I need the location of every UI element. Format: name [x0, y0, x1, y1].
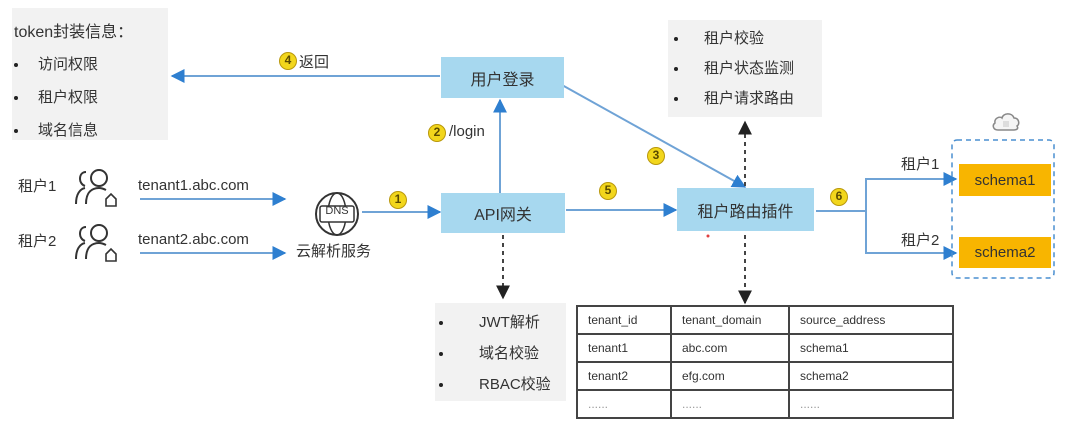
table-cell: ......	[788, 389, 954, 419]
schema1-box[interactable]: schema1	[959, 164, 1051, 196]
table-cell: ......	[576, 389, 672, 419]
step-badge-3: 3	[647, 147, 665, 165]
table-cell: tenant1	[576, 333, 672, 363]
table-cell: schema1	[788, 333, 954, 363]
step-badge-2: 2	[428, 124, 446, 142]
router-features-panel: 租户校验 租户状态监测 租户请求路由	[668, 20, 822, 117]
arrow-step3	[561, 84, 747, 188]
node-tenant-router[interactable]: 租户路由插件	[677, 188, 814, 231]
tenant-group-icon	[75, 169, 117, 207]
cloud-icon	[992, 113, 1020, 131]
router-feature-item: 租户状态监测	[674, 54, 819, 84]
table-cell: ......	[670, 389, 790, 419]
token-info-title: token封装信息：	[14, 24, 134, 41]
schema1-label: schema1	[974, 171, 1036, 189]
table-cell: schema2	[788, 361, 954, 391]
bullet-icon	[439, 382, 443, 387]
token-info-list: 访问权限 租户权限 域名信息	[14, 48, 164, 147]
gateway-feature-label: RBAC校验	[479, 376, 551, 393]
gateway-feature-item: JWT解析	[439, 307, 564, 338]
env-tenant2-label: 租户2	[901, 232, 940, 249]
step-badge-1: 1	[389, 191, 407, 209]
login-label: /login	[449, 123, 485, 140]
red-dot	[706, 234, 710, 238]
step-badge-4: 4	[279, 52, 297, 70]
gateway-features-panel: JWT解析 域名校验 RBAC校验	[435, 303, 566, 401]
tenant2-label: 租户2	[18, 233, 57, 250]
gateway-feature-label: JWT解析	[479, 314, 540, 331]
token-info-item: 租户权限	[14, 81, 164, 114]
tenant-env-dashed-container	[951, 139, 1055, 279]
router-feature-item: 租户请求路由	[674, 84, 819, 114]
arrow-step6-schema1	[865, 172, 958, 211]
table-header-cell: source_address	[788, 305, 954, 335]
arrow-step6-schema2	[865, 211, 958, 260]
token-info-item-label: 租户权限	[38, 89, 99, 106]
router-feature-label: 租户校验	[704, 30, 765, 47]
table-cell: efg.com	[670, 361, 790, 391]
dns-icon-text: DNS	[325, 205, 349, 217]
tenant1-label: 租户1	[18, 178, 57, 195]
bullet-icon	[14, 62, 18, 67]
bullet-icon	[674, 97, 678, 101]
dns-service-label: 云解析服务	[296, 243, 372, 260]
token-info-panel: token封装信息： 访问权限 租户权限 域名信息	[12, 8, 168, 140]
bullet-icon	[14, 95, 18, 100]
table-cell: tenant2	[576, 361, 672, 391]
tenant-mapping-table: tenant_id tenant_domain source_address t…	[576, 305, 954, 419]
node-api-gateway[interactable]: API网关	[441, 193, 565, 233]
table-header-row: tenant_id tenant_domain source_address	[576, 305, 954, 335]
node-user-login-label: 用户登录	[470, 71, 535, 89]
gateway-feature-item: 域名校验	[439, 338, 564, 369]
router-feature-item: 租户校验	[674, 24, 819, 54]
node-user-login[interactable]: 用户登录	[441, 57, 564, 98]
env-tenant1-label: 租户1	[901, 156, 940, 173]
token-info-item: 访问权限	[14, 48, 164, 81]
bullet-icon	[439, 320, 443, 325]
node-api-gateway-label: API网关	[474, 207, 532, 224]
table-cell: abc.com	[670, 333, 790, 363]
bullet-icon	[674, 67, 678, 71]
return-label: 返回	[299, 54, 330, 71]
bullet-icon	[674, 37, 678, 41]
gateway-feature-label: 域名校验	[479, 345, 540, 362]
bullet-icon	[439, 351, 443, 356]
schema2-label: schema2	[974, 244, 1036, 261]
gateway-feature-item: RBAC校验	[439, 369, 564, 400]
token-info-item-label: 域名信息	[38, 122, 99, 139]
node-tenant-router-label: 租户路由插件	[697, 203, 794, 221]
table-row: tenant1 abc.com schema1	[576, 333, 954, 363]
table-row: ...... ...... ......	[576, 389, 954, 419]
table-header-cell: tenant_domain	[670, 305, 790, 335]
schema2-box[interactable]: schema2	[959, 237, 1051, 268]
tenant-group-icon	[75, 224, 117, 262]
router-feature-label: 租户状态监测	[704, 60, 795, 77]
bullet-icon	[14, 128, 18, 133]
tenant2-domain: tenant2.abc.com	[138, 231, 249, 248]
table-header-cell: tenant_id	[576, 305, 672, 335]
step-badge-5: 5	[599, 182, 617, 200]
dns-globe-icon: DNS	[314, 191, 360, 237]
token-info-item-label: 访问权限	[38, 56, 99, 73]
router-feature-label: 租户请求路由	[704, 90, 795, 107]
step-badge-6: 6	[830, 188, 848, 206]
token-info-item: 域名信息	[14, 114, 164, 147]
tenant1-domain: tenant1.abc.com	[138, 177, 249, 194]
table-row: tenant2 efg.com schema2	[576, 361, 954, 391]
